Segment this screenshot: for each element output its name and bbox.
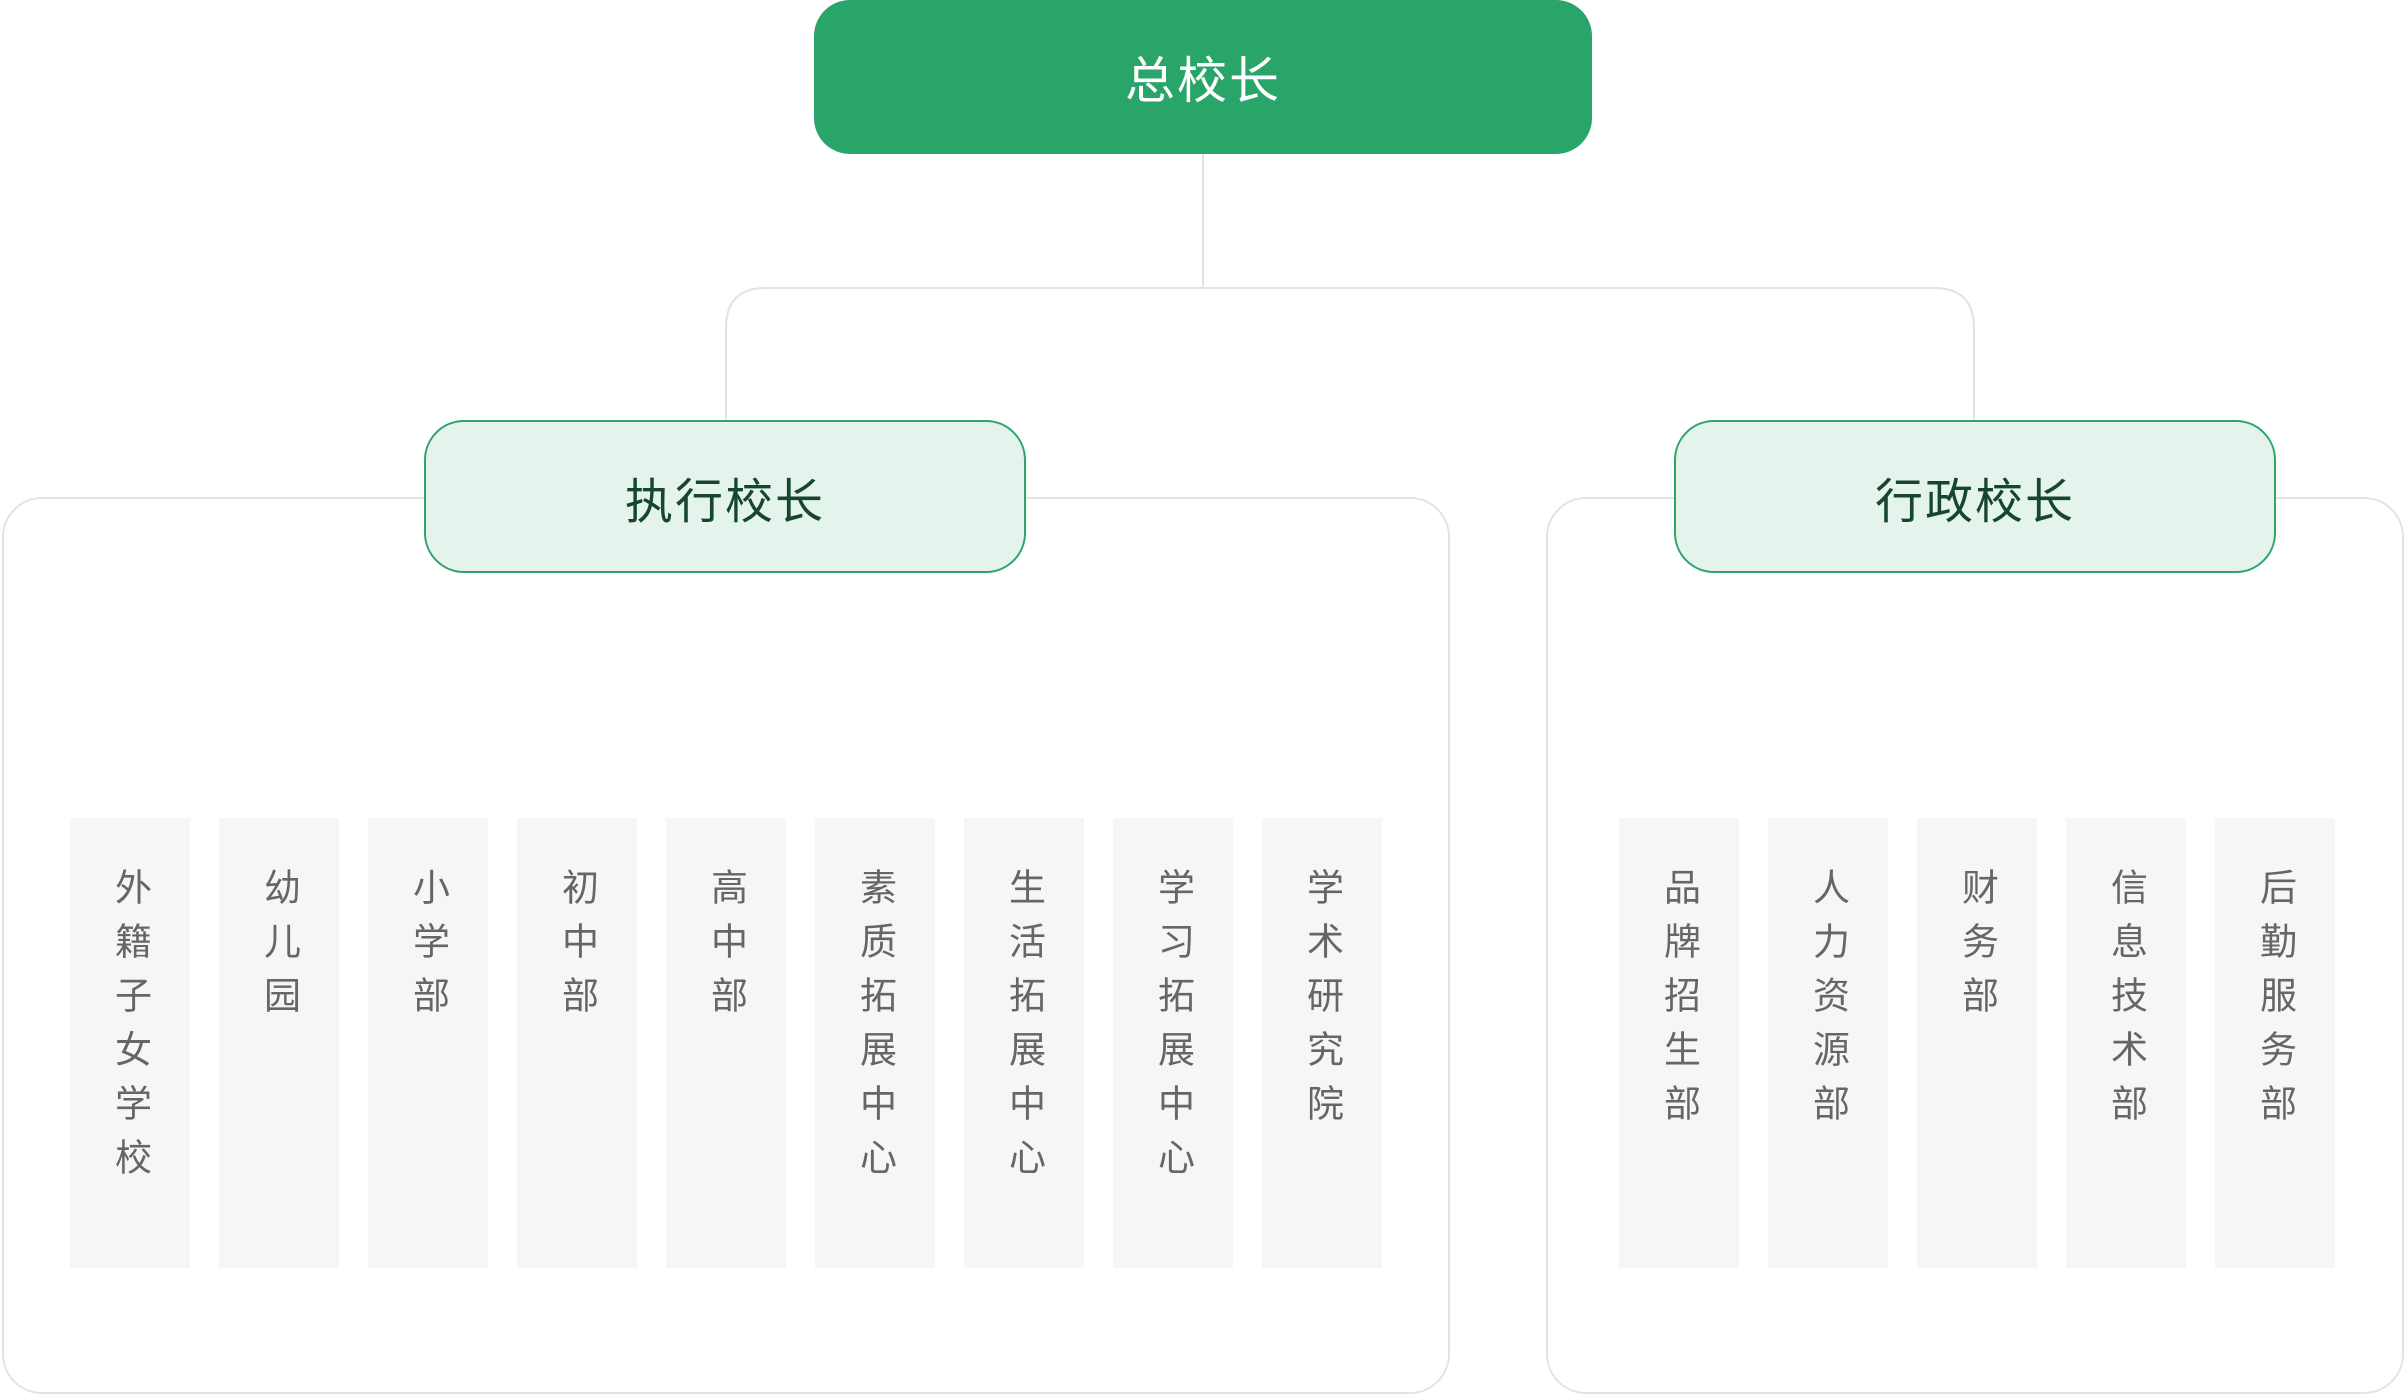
department-label: 幼儿园: [257, 868, 301, 1030]
department-label: 后勤服务部: [2253, 868, 2297, 1138]
department-label: 财务部: [1955, 868, 1999, 1030]
department-label: 品牌招生部: [1657, 868, 1701, 1138]
department-card: 学术研究院: [1262, 818, 1382, 1268]
department-card: 小学部: [368, 818, 488, 1268]
department-card: 后勤服务部: [2215, 818, 2335, 1268]
department-card: 初中部: [517, 818, 637, 1268]
principal-label: 总校长: [1125, 52, 1281, 110]
department-card: 品牌招生部: [1619, 818, 1739, 1268]
department-card: 生活拓展中心: [964, 818, 1084, 1268]
department-card: 外籍子女学校: [70, 818, 190, 1268]
department-card: 人力资源部: [1768, 818, 1888, 1268]
department-label: 学习拓展中心: [1151, 868, 1195, 1192]
department-label: 学术研究院: [1300, 868, 1344, 1138]
department-label: 人力资源部: [1806, 868, 1850, 1138]
department-card: 高中部: [666, 818, 786, 1268]
department-label: 初中部: [555, 868, 599, 1030]
department-label: 小学部: [406, 868, 450, 1030]
department-label: 生活拓展中心: [1002, 868, 1046, 1192]
department-label: 外籍子女学校: [108, 868, 152, 1192]
administrative-principal-node: 行政校长: [1674, 420, 2276, 573]
principal-node: 总校长: [814, 0, 1592, 154]
department-card: 财务部: [1917, 818, 2037, 1268]
department-label: 信息技术部: [2104, 868, 2148, 1138]
department-card: 学习拓展中心: [1113, 818, 1233, 1268]
department-card: 素质拓展中心: [815, 818, 935, 1268]
administrative-principal-label: 行政校长: [1874, 473, 2075, 530]
executive-principal-node: 执行校长: [424, 420, 1026, 573]
branch-connector: [725, 287, 1975, 420]
department-label: 素质拓展中心: [853, 868, 897, 1192]
executive-principal-label: 执行校长: [624, 473, 825, 530]
department-card: 幼儿园: [219, 818, 339, 1268]
department-label: 高中部: [704, 868, 748, 1030]
department-card: 信息技术部: [2066, 818, 2186, 1268]
